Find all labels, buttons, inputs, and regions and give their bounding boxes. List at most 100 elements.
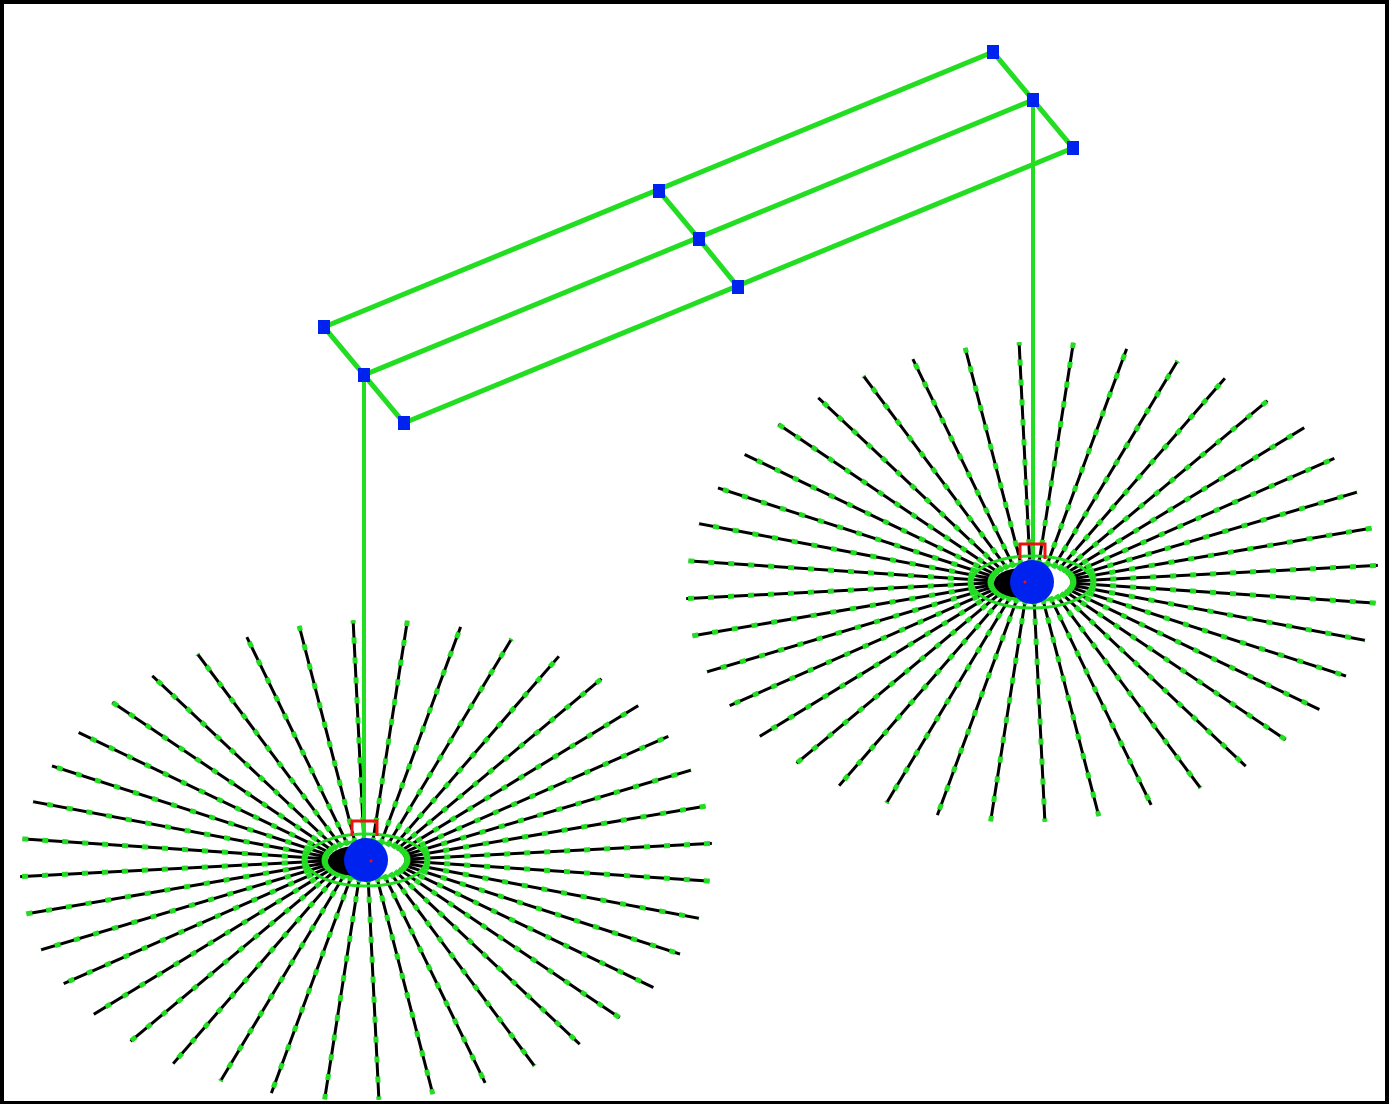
ray-dots <box>400 734 670 856</box>
ray-dots <box>390 654 561 850</box>
ray <box>1041 597 1101 817</box>
ray <box>1070 581 1376 605</box>
ray <box>1068 490 1358 579</box>
ray <box>758 589 1000 738</box>
plate-node[interactable] <box>1027 93 1039 107</box>
ray <box>1017 342 1032 566</box>
ray-dots <box>365 876 382 1100</box>
plate-node[interactable] <box>732 280 744 294</box>
ray-dots <box>717 485 996 580</box>
ray <box>706 585 996 674</box>
ray <box>1070 563 1378 583</box>
ray <box>743 453 998 577</box>
plate-node[interactable] <box>358 368 370 382</box>
ray <box>269 875 353 1094</box>
ray <box>935 597 1019 816</box>
ray <box>1069 583 1366 642</box>
ray <box>40 863 330 952</box>
ray <box>777 422 1001 575</box>
plate-nodes <box>318 45 1079 430</box>
ray <box>92 867 334 1016</box>
ray <box>688 559 994 583</box>
hub-left-node[interactable] <box>344 838 388 882</box>
ray <box>989 598 1027 822</box>
ray <box>1037 342 1075 566</box>
ray <box>1063 589 1287 742</box>
ray <box>692 583 995 638</box>
ray-dots <box>384 637 514 848</box>
ray-dots <box>1016 342 1033 566</box>
ray-dots <box>1050 359 1180 570</box>
ray-dots <box>728 586 998 708</box>
ray-dots <box>1054 593 1203 790</box>
ray <box>371 620 409 844</box>
ray <box>20 859 328 879</box>
ray-dots <box>1068 584 1347 679</box>
hub-right-node[interactable] <box>1010 560 1054 604</box>
ray-dots <box>884 594 1014 805</box>
ray <box>77 731 332 855</box>
ray <box>379 626 463 845</box>
ray-dots <box>402 862 681 957</box>
ray <box>686 581 994 601</box>
ray <box>1064 426 1306 575</box>
ray <box>698 522 995 581</box>
ray <box>963 347 1023 567</box>
ray <box>382 874 487 1084</box>
ray-dots <box>1066 456 1336 578</box>
ray <box>1048 596 1153 806</box>
handle-left[interactable] <box>350 819 379 836</box>
ray-dots <box>1060 398 1270 574</box>
ray-dots <box>1056 376 1227 572</box>
ray <box>32 800 329 859</box>
plate-node[interactable] <box>653 184 665 198</box>
ray-dots <box>393 869 582 1046</box>
ray-dots <box>1059 591 1248 768</box>
ray <box>404 841 712 861</box>
ray <box>1032 598 1047 822</box>
ray-dots <box>388 871 537 1068</box>
ray-dots <box>1063 588 1288 742</box>
ray-burst-left <box>20 620 712 1100</box>
ray <box>911 358 1016 568</box>
ray <box>245 636 350 846</box>
plate-node[interactable] <box>987 45 999 59</box>
plate-node[interactable] <box>693 232 705 246</box>
ray <box>1066 587 1321 711</box>
ray-dots <box>350 620 367 844</box>
hub-left-center <box>369 859 373 863</box>
ray-dots <box>218 872 348 1083</box>
ray-dots <box>195 652 344 849</box>
ray-dots <box>776 422 1001 576</box>
ray-burst-right <box>686 342 1378 822</box>
ray <box>22 837 328 861</box>
plate-node[interactable] <box>1067 141 1079 155</box>
ray-dots <box>171 870 342 1066</box>
ray-dots <box>861 374 1010 571</box>
ray <box>323 876 361 1100</box>
ray-dots <box>397 866 622 1020</box>
ray <box>297 625 357 845</box>
ray-dots <box>110 700 335 854</box>
ray-dots <box>62 864 332 986</box>
ray <box>404 859 710 883</box>
ray-dots <box>51 763 330 858</box>
ray-dots <box>1031 598 1048 822</box>
handle-right[interactable] <box>1018 542 1047 559</box>
ray <box>1069 526 1372 581</box>
ray <box>398 704 640 853</box>
plate-node[interactable] <box>318 320 330 334</box>
plate-node[interactable] <box>398 416 410 430</box>
wireframe-diagram <box>20 45 1378 1100</box>
ray <box>366 876 381 1100</box>
ray-dots <box>816 396 1005 573</box>
ray <box>403 861 700 920</box>
ray <box>375 875 435 1095</box>
ray-dots <box>394 676 604 852</box>
ray-dots <box>837 592 1008 788</box>
ray-dots <box>128 868 338 1044</box>
ray <box>26 861 329 916</box>
ray <box>403 804 706 859</box>
ray-dots <box>794 590 1004 766</box>
